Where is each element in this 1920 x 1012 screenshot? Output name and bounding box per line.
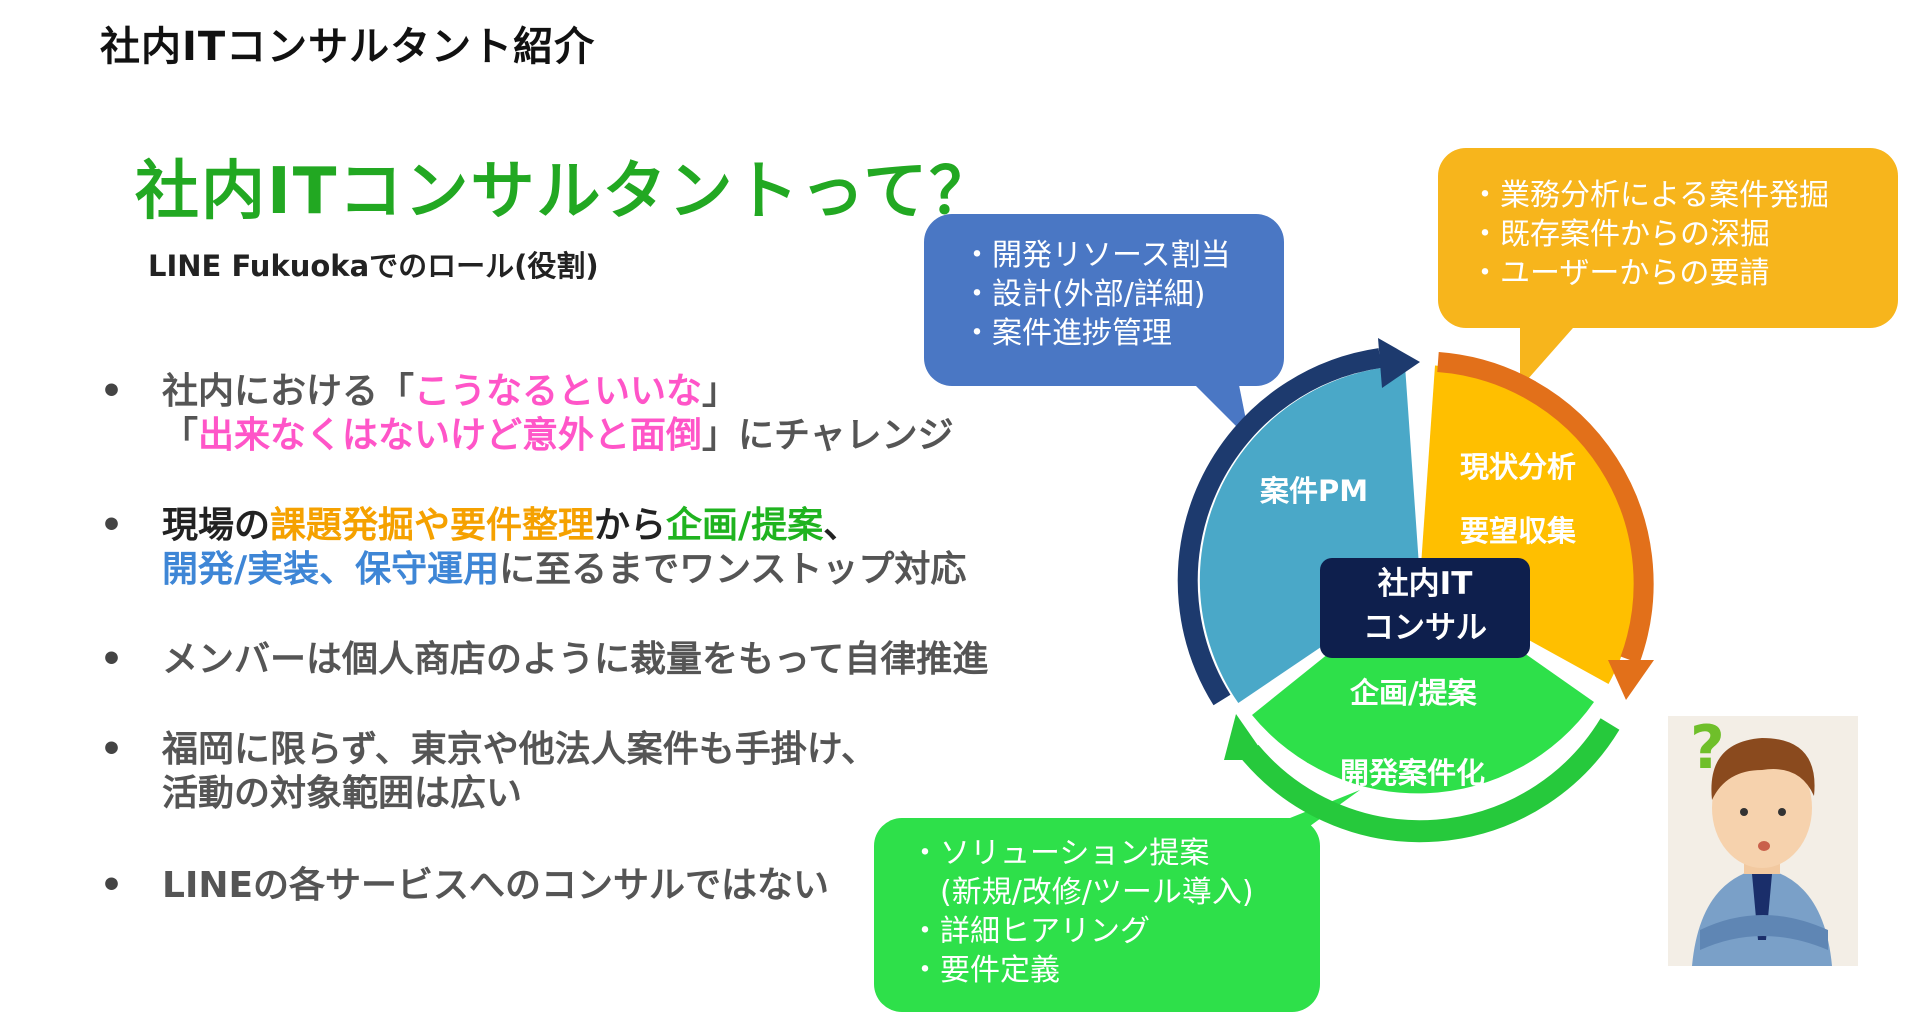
segment-analysis-label-2: 要望収集	[1460, 514, 1577, 548]
arrowhead-navy	[1378, 338, 1420, 388]
arrow-navy	[1177, 348, 1382, 706]
headline: 社内ITコンサルタントって？	[135, 155, 996, 229]
bubble-line: ・案件進捗管理	[962, 316, 1172, 351]
bullet-text: 活動の対象範囲は広い	[162, 773, 523, 814]
bubble-orange-text: ・業務分析による案件発掘 ・既存案件からの深掘 ・ユーザーからの要請	[1470, 176, 1829, 293]
bullet-one-stop: • 現場の課題発掘や要件整理から企画/提案、 開発/実装、保守運用に至るまでワン…	[100, 504, 1050, 594]
bubble-line: ・ユーザーからの要請	[1470, 256, 1770, 291]
text: 」にチャレンジ	[702, 415, 954, 456]
bullet-not-service-consult: • LINEの各サービスへのコンサルではない	[100, 864, 880, 910]
bullet-text: LINEの各サービスへのコンサルではない	[162, 865, 830, 906]
highlight-text: 課題発掘や要件整理	[270, 505, 595, 546]
highlight-text: こうなるといいな	[414, 371, 703, 412]
page-title: 社内ITコンサルタント紹介	[100, 24, 596, 70]
center-box	[1320, 558, 1530, 658]
bullet-marker: •	[100, 505, 124, 546]
arrow-orange	[1437, 352, 1654, 664]
bubble-line: ・要件定義	[910, 953, 1060, 988]
bubble-line: (新規/改修/ツール導入)	[910, 875, 1254, 910]
bubble-line: ・既存案件からの深掘	[1470, 217, 1770, 252]
bubble-line: ・業務分析による案件発掘	[1470, 178, 1830, 213]
bubble-blue-text: ・開発リソース割当 ・設計(外部/詳細) ・案件進捗管理	[962, 236, 1231, 353]
bubble-line: ・開発リソース割当	[962, 238, 1231, 273]
bullet-scope: • 福岡に限らず、東京や他法人案件も手掛け、 活動の対象範囲は広い	[100, 728, 1000, 818]
bubble-line: ・詳細ヒアリング	[910, 914, 1150, 949]
bubble-line: ・設計(外部/詳細)	[962, 277, 1206, 312]
bubble-line: ・ソリューション提案	[910, 836, 1210, 871]
center-label-line: コンサル	[1363, 610, 1487, 646]
text: 、	[823, 505, 860, 546]
segment-analysis-label-1: 現状分析	[1460, 450, 1577, 484]
text: 社内における「	[162, 371, 415, 412]
confused-man-icon	[1668, 716, 1858, 966]
bullet-text: メンバーは個人商店のように裁量をもって自律推進	[162, 639, 989, 680]
text: 「	[162, 415, 199, 456]
bubble-orange-shape	[1438, 148, 1898, 388]
arrowhead-green	[1224, 714, 1268, 760]
text: 」	[702, 371, 739, 412]
bubble-green-text: ・ソリューション提案 (新規/改修/ツール導入) ・詳細ヒアリング ・要件定義	[910, 834, 1254, 990]
bullet-marker: •	[100, 639, 124, 680]
segment-pm	[1199, 365, 1420, 703]
bubble-blue-shape	[924, 214, 1284, 440]
segment-planning	[1252, 580, 1594, 794]
arrowhead-orange	[1608, 660, 1654, 700]
arrow-green	[1241, 718, 1620, 843]
subtitle: LINE Fukuokaでのロール(役割)	[148, 249, 599, 283]
bullet-text: 福岡に限らず、東京や他法人案件も手掛け、	[162, 729, 877, 770]
segment-planning-label-2: 開発案件化	[1340, 756, 1486, 790]
bullet-autonomy: • メンバーは個人商店のように裁量をもって自律推進	[100, 638, 1050, 684]
text: から	[594, 505, 667, 546]
text: に至るまでワンストップ対応	[499, 549, 967, 590]
highlight-text: 開発/実装、保守運用	[162, 549, 500, 590]
bullet-marker: •	[100, 371, 124, 412]
text: 現場の	[162, 505, 271, 546]
highlight-text: 出来なくはないけど意外と面倒	[198, 415, 703, 456]
question-mark-icon: ?	[1690, 713, 1725, 783]
segment-planning-label-1: 企画/提案	[1350, 676, 1477, 710]
center-label: 社内IT コンサル	[1320, 562, 1530, 650]
segment-pm-label: 案件PM	[1260, 474, 1369, 508]
bullet-marker: •	[100, 729, 124, 770]
center-label-line: 社内IT	[1377, 566, 1473, 602]
highlight-text: 企画/提案	[666, 505, 824, 546]
bullet-challenge: • 社内における「こうなるといいな」 「出来なくはないけど意外と面倒」にチャレン…	[100, 370, 1000, 460]
bullet-marker: •	[100, 865, 124, 906]
